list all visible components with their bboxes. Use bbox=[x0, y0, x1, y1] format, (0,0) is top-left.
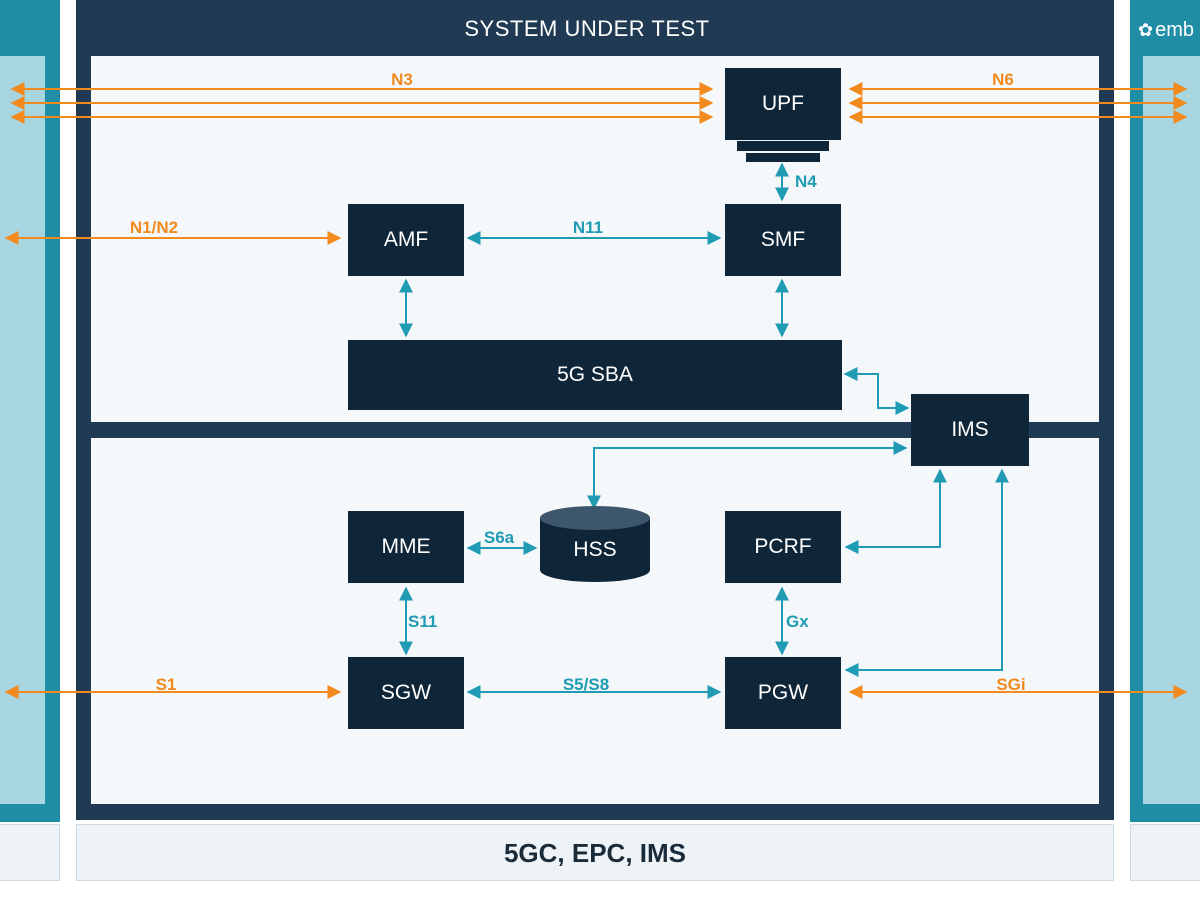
mme-node: MME bbox=[348, 511, 464, 583]
hss-label-box: HSS bbox=[540, 535, 650, 565]
s1-label: S1 bbox=[156, 675, 177, 694]
pcrf-label: PCRF bbox=[754, 535, 812, 558]
ims-node: IMS bbox=[911, 394, 1029, 466]
5g-sba-label: 5G SBA bbox=[557, 363, 633, 386]
n3-label: N3 bbox=[391, 70, 413, 89]
gx-label: Gx bbox=[786, 612, 809, 631]
hss-label: HSS bbox=[573, 538, 617, 561]
footer-label: 5GC, EPC, IMS bbox=[503, 838, 687, 868]
ims-label: IMS bbox=[951, 418, 989, 441]
ims-hss-link bbox=[587, 441, 908, 510]
s6a-label: S6a bbox=[484, 528, 515, 547]
upf-stack-layer-2 bbox=[737, 141, 829, 153]
amf-node: AMF bbox=[348, 204, 464, 276]
system-under-test-title: SYSTEM UNDER TEST bbox=[464, 16, 710, 41]
right-side-panel-inner bbox=[1143, 56, 1200, 804]
s11-label: S11 bbox=[408, 612, 437, 631]
sba-ims-link bbox=[843, 367, 910, 415]
pgw-node: PGW bbox=[725, 657, 841, 729]
n4-label: N4 bbox=[795, 172, 817, 191]
n1n2-label: N1/N2 bbox=[130, 218, 178, 237]
logo-sprout-icon: ✿ bbox=[1138, 19, 1154, 40]
left-side-panel-inner bbox=[0, 56, 45, 804]
logo-text: emb bbox=[1155, 18, 1194, 41]
upf-stack-layer-3 bbox=[746, 150, 820, 162]
upf-node: UPF bbox=[725, 68, 841, 140]
pcrf-node: PCRF bbox=[725, 511, 841, 583]
sgw-node: SGW bbox=[348, 657, 464, 729]
company-logo: ✿ emb bbox=[1138, 12, 1200, 48]
s5s8-label: S5/S8 bbox=[563, 675, 609, 694]
pgw-ims-link bbox=[844, 468, 1009, 677]
pgw-label: PGW bbox=[757, 681, 809, 704]
pcrf-ims-link bbox=[844, 468, 947, 554]
smf-node: SMF bbox=[725, 204, 841, 276]
mme-label: MME bbox=[381, 535, 431, 558]
footer-bar: 5GC, EPC, IMS bbox=[76, 824, 1114, 881]
sgi-label: SGi bbox=[996, 675, 1025, 694]
upf-label: UPF bbox=[762, 92, 804, 115]
5g-sba-bus: 5G SBA bbox=[348, 340, 842, 410]
right-side-footer bbox=[1130, 824, 1200, 881]
n6-link bbox=[848, 82, 1188, 124]
smf-label: SMF bbox=[760, 228, 806, 251]
n3-link bbox=[10, 82, 714, 124]
hss-database-icon bbox=[540, 506, 650, 582]
n6-label: N6 bbox=[992, 70, 1014, 89]
left-side-footer bbox=[0, 824, 60, 881]
sgw-label: SGW bbox=[380, 681, 432, 704]
amf-label: AMF bbox=[383, 228, 429, 251]
n11-label: N11 bbox=[573, 218, 603, 237]
